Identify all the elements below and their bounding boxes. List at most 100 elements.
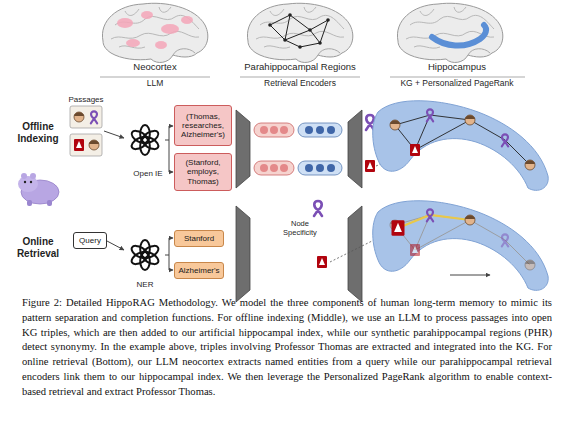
- illustration: [130, 125, 161, 155]
- header-rule: [100, 77, 525, 78]
- row-label: Offline Indexing: [9, 121, 67, 144]
- header-rule: [240, 77, 360, 78]
- embedding-vector: [327, 164, 335, 172]
- knowledge-graph: [395, 115, 530, 165]
- embedding-vector: [298, 161, 342, 175]
- encoder-shape: [236, 206, 250, 302]
- passage-image: [74, 112, 84, 122]
- node-text: Stanford: [184, 234, 214, 243]
- neocortex-brain: [102, 3, 207, 62]
- encoder-shape: [348, 110, 362, 188]
- figure-caption: Figure 2: Detailed HippoRAG Methodology.…: [22, 296, 552, 400]
- embedding-vector: [270, 126, 278, 134]
- triple-box: (Thomas, researches, Alzheimer's): [174, 105, 232, 146]
- knowledge-graph: [427, 109, 433, 121]
- column-subheader: LLM: [95, 79, 215, 89]
- entity-icon: [314, 201, 322, 216]
- note-label: Node Specificity: [277, 220, 323, 237]
- entity-box: Stanford: [174, 230, 224, 247]
- column-header: Parahippocampal Regions: [235, 62, 365, 73]
- passage-image: [70, 106, 102, 128]
- parahippocampal-brain: [247, 3, 352, 62]
- parahippocampal-brain: [268, 23, 272, 27]
- passage-image: [89, 140, 99, 150]
- encoder-shape: [348, 206, 362, 302]
- parahippocampal-brain: [270, 15, 328, 47]
- step-label: Open IE: [123, 169, 173, 178]
- entity-icon: [317, 256, 327, 268]
- embedding-vector: [260, 126, 268, 134]
- row-label: Online Retrieval: [9, 236, 67, 259]
- input-label: Passages: [61, 95, 111, 104]
- embedding-vector: [280, 164, 288, 172]
- hippo-mascot: [30, 181, 32, 183]
- knowledge-graph: [427, 209, 433, 221]
- neocortex-brain: [181, 16, 193, 24]
- knowledge-graph: [373, 201, 548, 291]
- knowledge-graph: [395, 215, 530, 265]
- parahippocampal-brain: [326, 18, 330, 22]
- embedding-vector: [316, 126, 324, 134]
- embedding-vector: [316, 164, 324, 172]
- triple-box: (Stanford, employs, Thomas): [174, 153, 232, 191]
- neocortex-brain: [117, 18, 133, 28]
- hippo-mascot: [30, 173, 36, 179]
- column-subheader: KG + Personalized PageRank: [382, 79, 532, 89]
- embedding-vector: [305, 164, 313, 172]
- knowledge-graph: [395, 115, 530, 165]
- embedding-vector: [280, 126, 288, 134]
- knowledge-graph: [525, 260, 535, 270]
- column-header: Neocortex: [95, 62, 215, 73]
- hippo-mascot: [18, 173, 59, 206]
- step-label: NER: [125, 280, 165, 289]
- neocortex-brain: [126, 39, 140, 47]
- encoder-shape: [236, 110, 362, 302]
- column-header: Hippocampus: [387, 62, 527, 73]
- parahippocampal-brain: [318, 41, 322, 45]
- embedding-vector: [305, 126, 313, 134]
- flow-arrow: [104, 131, 124, 138]
- knowledge-graph: [373, 201, 548, 291]
- hippo-mascot: [24, 181, 26, 183]
- knowledge-graph: [373, 101, 548, 191]
- embedding-vector: [254, 123, 294, 137]
- parahippocampal-brain: [283, 38, 287, 42]
- query-box: Query: [73, 232, 107, 249]
- node-text: Alzheimer's: [178, 266, 219, 275]
- knowledge-graph: [410, 244, 420, 256]
- node-text: (Thomas, researches, Alzheimer's): [175, 112, 231, 140]
- neocortex-brain: [161, 24, 179, 34]
- hippo-mascot: [18, 176, 38, 192]
- passage-image: [70, 106, 102, 156]
- encoder-shape: [236, 110, 250, 188]
- flow-arrow: [169, 255, 173, 270]
- neocortex-brain: [155, 41, 167, 49]
- knowledge-graph: [525, 160, 535, 170]
- neocortex-brain: [141, 11, 153, 19]
- passage-image: [91, 111, 97, 123]
- knowledge-graph: [373, 101, 548, 191]
- header-rule: [390, 77, 525, 78]
- hippocampus-brain: [397, 3, 502, 62]
- flow-arrow: [165, 238, 173, 255]
- parahippocampal-brain: [288, 13, 292, 17]
- knowledge-graph: [395, 215, 530, 265]
- flow-arrow: [104, 126, 173, 270]
- knowledge-graph: [450, 275, 490, 276]
- knowledge-graph: [390, 120, 400, 130]
- illustration: [130, 240, 161, 270]
- flow-arrow: [107, 241, 124, 250]
- node-text: Query: [79, 236, 101, 245]
- embedding-vector: [260, 164, 268, 172]
- knowledge-graph: [502, 134, 508, 146]
- knowledge-graph: [410, 144, 420, 156]
- entity-box: Alzheimer's: [174, 262, 224, 279]
- embedding-vector: [270, 164, 278, 172]
- neocortex-brain: [102, 3, 207, 62]
- embedding-vector: [327, 126, 335, 134]
- parahippocampal-brain: [298, 45, 302, 49]
- knowledge-graph: [465, 115, 475, 125]
- flow-arrow: [169, 140, 173, 172]
- knowledge-graph: [392, 220, 405, 236]
